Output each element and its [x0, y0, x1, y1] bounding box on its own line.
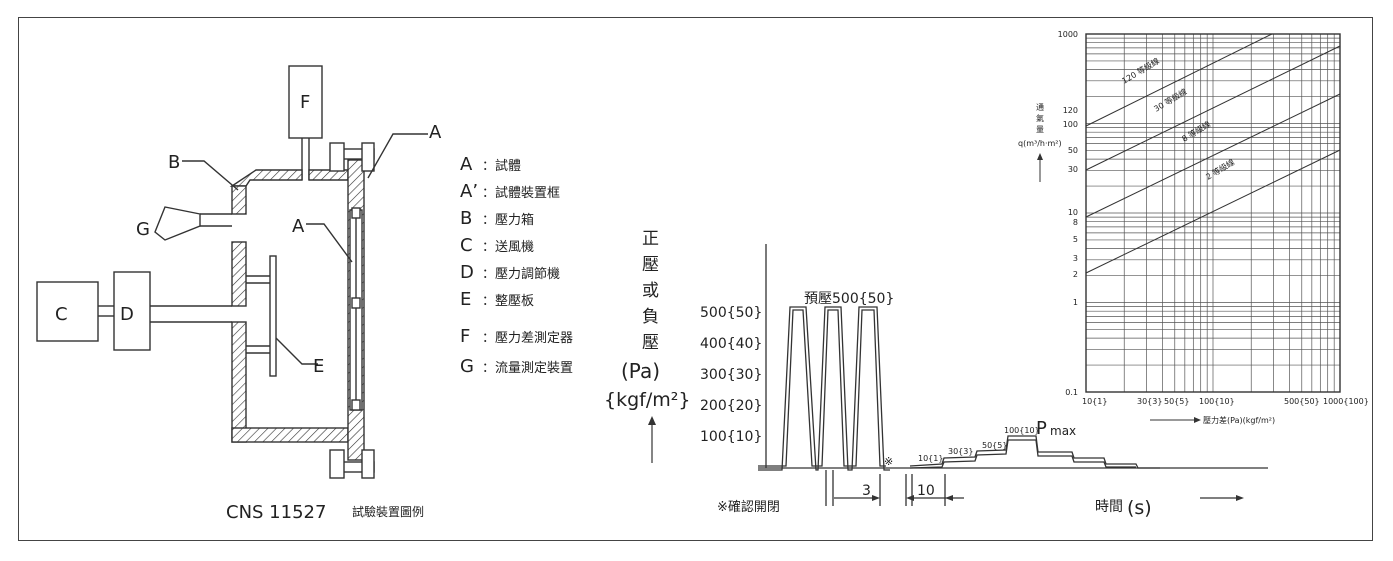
legend-key-4: C — [460, 235, 473, 256]
confirm-mark: ※ — [884, 455, 893, 468]
legend-key-8: G — [460, 356, 474, 377]
y-tick-1000: 1000 — [1058, 30, 1078, 39]
legend-key-2: A’ — [460, 181, 478, 202]
y-tick-2: 2 — [1073, 270, 1078, 279]
pmax-sub: max — [1050, 424, 1076, 438]
preload-label: 預壓500{50} — [804, 291, 894, 307]
grade-label-2: 2 等級線 — [1204, 157, 1236, 182]
apparatus-caption-sub: 試驗裝置圖例 — [352, 504, 424, 519]
chamber-left-wall — [231, 185, 247, 215]
y-tick-400: 400{40} — [700, 336, 762, 352]
legend-text-7: ：壓力差測定器 — [482, 331, 573, 346]
label-B: B — [168, 152, 180, 173]
x-tick-100: 100{10} — [1199, 397, 1235, 406]
x-tick-1000: 1000{100} — [1323, 397, 1369, 406]
step-label-30: 30{3} — [948, 447, 973, 456]
legend-key-7: F — [460, 326, 470, 347]
y-tick-120: 120 — [1063, 106, 1078, 115]
y-tick-30: 30 — [1068, 165, 1078, 174]
chamber-bottom-wall — [231, 427, 349, 443]
legend-key-1: A — [460, 154, 473, 175]
legend-key-3: B — [460, 208, 472, 229]
legend-text-3: ：壓力箱 — [482, 212, 534, 228]
legend-text-1: ：試體 — [482, 158, 521, 174]
time-unit: (s) — [1127, 497, 1152, 519]
apparatus-caption: CNS 11527 — [226, 502, 326, 523]
gc-y-title-2: 氣 — [1036, 113, 1044, 123]
pressure-sequence: 正 壓 或 負 壓 (Pa) {kgf/m²} 500{50} 400{40} … — [604, 229, 1268, 519]
legend-text-4: ：送風機 — [482, 240, 534, 255]
grade-chart: 120 等級線 30 等級線 8 等級線 2 等級線 1000 120 100 … — [1018, 30, 1369, 425]
time-label: 時間 — [1095, 499, 1123, 515]
y-title-char-1: 正 — [642, 229, 659, 249]
x-tick-50: 50{5} — [1164, 397, 1189, 406]
x-tick-10: 10{1} — [1082, 397, 1107, 406]
label-C: C — [55, 304, 68, 325]
x-tick-500: 500{50} — [1284, 397, 1320, 406]
label-D: D — [120, 304, 134, 325]
legend-text-8: ：流量測定裝置 — [482, 361, 573, 376]
grade-label-120: 120 等級線 — [1120, 56, 1161, 86]
legend-text-5: ：壓力調節機 — [482, 267, 560, 282]
y-tick-50: 50 — [1068, 146, 1078, 155]
dimension-10: 10 — [917, 483, 935, 499]
step-label-100: 100{10} — [1004, 426, 1040, 435]
step-label-10: 10{1} — [918, 454, 943, 463]
grade-line-8 — [1085, 93, 1341, 218]
y-tick-0.1: 0.1 — [1065, 388, 1078, 397]
y-tick-300: 300{30} — [700, 367, 762, 383]
chamber-top-wall — [229, 169, 303, 187]
y-tick-100: 100 — [1063, 120, 1078, 129]
legend-text-6: ：整壓板 — [482, 294, 534, 309]
y-title-char-5: 壓 — [642, 333, 659, 353]
flow-meter-nozzle — [154, 206, 201, 241]
gc-x-title: 壓力差(Pa)(kgf/m²) — [1203, 415, 1275, 425]
legend-key-6: E — [460, 289, 471, 310]
y-title-char-4: 負 — [642, 307, 659, 327]
gc-y-unit: q(m³/h·m²) — [1018, 139, 1062, 148]
y-tick-200: 200{20} — [700, 398, 762, 414]
apparatus-labels: F B A A G C D E — [55, 92, 442, 377]
pmax-label: P — [1036, 418, 1047, 439]
baffle-plate — [269, 255, 277, 377]
dimension-3: 3 — [862, 483, 871, 499]
y-title-char-3: 或 — [642, 281, 659, 301]
y-tick-500: 500{50} — [700, 305, 762, 321]
label-F: F — [300, 92, 310, 113]
confirm-label: ※確認開閉 — [717, 499, 780, 515]
gc-y-title-3: 量 — [1036, 125, 1044, 134]
legend-text-2: ：試體裝置框 — [482, 185, 560, 201]
label-A-top: A — [429, 122, 442, 143]
step-label-50: 50{5} — [982, 441, 1007, 450]
grade-line-2 — [1085, 149, 1341, 274]
label-G: G — [136, 219, 150, 240]
y-tick-5: 5 — [1073, 235, 1078, 244]
apparatus-legend: A ：試體 A’ ：試體裝置框 B ：壓力箱 C ：送風機 D ：壓力調節機 E… — [460, 154, 573, 377]
y-unit-2: {kgf/m²} — [604, 389, 690, 411]
figure-frame — [18, 17, 1373, 541]
label-E: E — [313, 356, 324, 377]
x-tick-30: 30{3} — [1137, 397, 1162, 406]
grade-line-30 — [1085, 45, 1341, 171]
y-tick-1: 1 — [1073, 298, 1078, 307]
y-tick-8: 8 — [1073, 218, 1078, 227]
label-A-mid: A — [292, 216, 305, 237]
gc-y-title-1: 通 — [1036, 102, 1044, 112]
y-unit: (Pa) — [621, 359, 660, 383]
y-title-char-2: 壓 — [642, 255, 659, 275]
y-tick-10: 10 — [1068, 208, 1078, 217]
pressure-gauge-box — [288, 65, 323, 139]
grade-line-120 — [1085, 33, 1273, 127]
fan-box — [36, 281, 99, 342]
y-tick-100: 100{10} — [700, 429, 762, 445]
y-tick-3: 3 — [1073, 254, 1078, 263]
regulator-box — [113, 271, 151, 351]
preload-pulses — [758, 309, 886, 467]
apparatus-diagram — [36, 65, 428, 479]
legend-key-5: D — [460, 262, 474, 283]
